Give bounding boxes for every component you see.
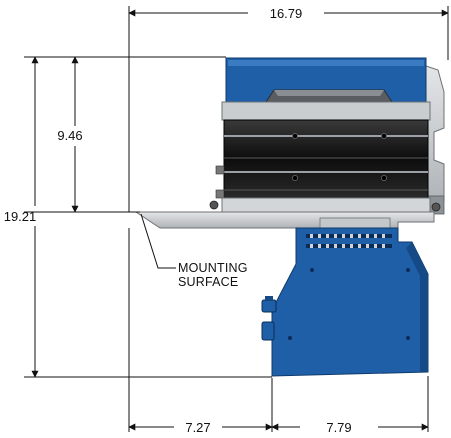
- mounting-surface-leader: [140, 213, 176, 269]
- right-depth-label: 7.79: [326, 420, 351, 435]
- bolt: [292, 175, 298, 181]
- screw: [406, 336, 410, 340]
- top-cover-highlight: [228, 60, 424, 66]
- left-depth-label: 7.27: [185, 420, 210, 435]
- screw: [310, 268, 314, 272]
- base-frame: [221, 197, 431, 213]
- upper-height-label: 9.46: [57, 128, 82, 143]
- vent-grille: [306, 234, 392, 248]
- bolt: [292, 133, 298, 139]
- bolt: [381, 175, 387, 181]
- mounting-surface-label-line2: SURFACE: [178, 275, 238, 289]
- mounting-surface-label-line1: MOUNTING: [178, 261, 248, 275]
- mid-frame: [221, 101, 431, 121]
- top-block-shade: [274, 90, 384, 96]
- roller-block: [223, 119, 429, 199]
- overall-width-label: 16.79: [270, 6, 303, 21]
- screw: [288, 336, 292, 340]
- lower-housing: [271, 227, 429, 377]
- adjustment-knob: [261, 296, 277, 341]
- overall-height-label: 19.21: [4, 209, 37, 224]
- machine-body: [134, 57, 445, 377]
- screw: [406, 268, 410, 272]
- dimension-lines: [24, 6, 449, 432]
- bolt: [381, 133, 387, 139]
